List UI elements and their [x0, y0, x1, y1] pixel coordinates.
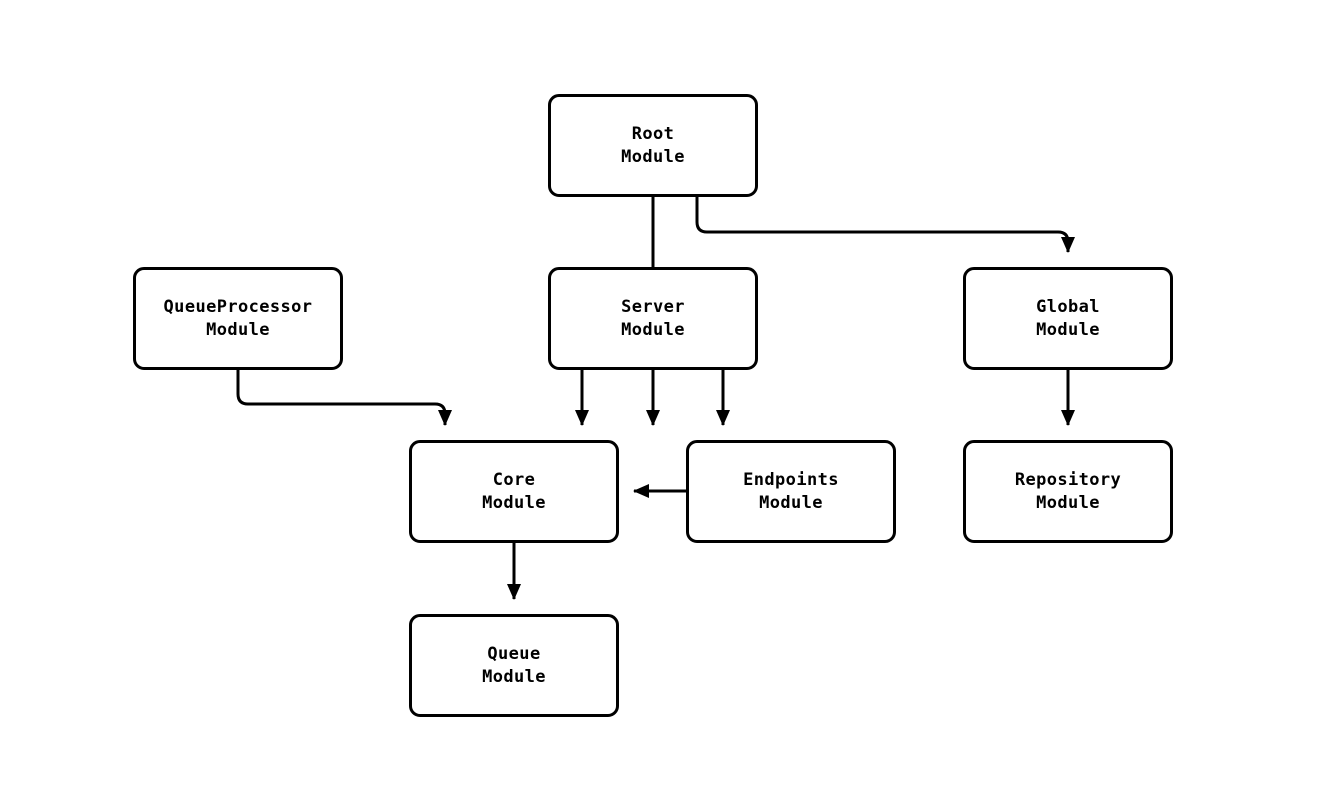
- node-server-module-line2: Module: [621, 319, 685, 340]
- node-root-module[interactable]: Root Module: [548, 94, 758, 197]
- node-queue-module-line1: Queue: [487, 643, 541, 664]
- node-global-module-line2: Module: [1036, 319, 1100, 340]
- node-queueprocessor-module[interactable]: QueueProcessor Module: [133, 267, 343, 370]
- node-root-module-line1: Root: [631, 123, 675, 144]
- node-endpoints-module-line2: Module: [759, 492, 823, 513]
- node-core-module-line1: Core: [492, 469, 536, 490]
- node-repository-module[interactable]: Repository Module: [963, 440, 1173, 543]
- node-endpoints-module[interactable]: Endpoints Module: [686, 440, 896, 543]
- node-server-module-line1: Server: [621, 296, 685, 317]
- node-queueprocessor-module-line1: QueueProcessor: [163, 296, 313, 317]
- node-global-module-line1: Global: [1036, 296, 1100, 317]
- edge-root-to-global: [695, 197, 1075, 253]
- node-root-module-line2: Module: [621, 146, 685, 167]
- node-core-module[interactable]: Core Module: [409, 440, 619, 543]
- node-repository-module-line2: Module: [1036, 492, 1100, 513]
- node-queue-module-line2: Module: [482, 666, 546, 687]
- node-queue-module[interactable]: Queue Module: [409, 614, 619, 717]
- node-repository-module-line1: Repository: [1014, 469, 1122, 490]
- node-core-module-line2: Module: [482, 492, 546, 513]
- node-server-module[interactable]: Server Module: [548, 267, 758, 370]
- node-queueprocessor-module-line2: Module: [206, 319, 270, 340]
- edge-queueprocessor-to-core: [236, 370, 452, 426]
- node-endpoints-module-line1: Endpoints: [743, 469, 839, 490]
- node-global-module[interactable]: Global Module: [963, 267, 1173, 370]
